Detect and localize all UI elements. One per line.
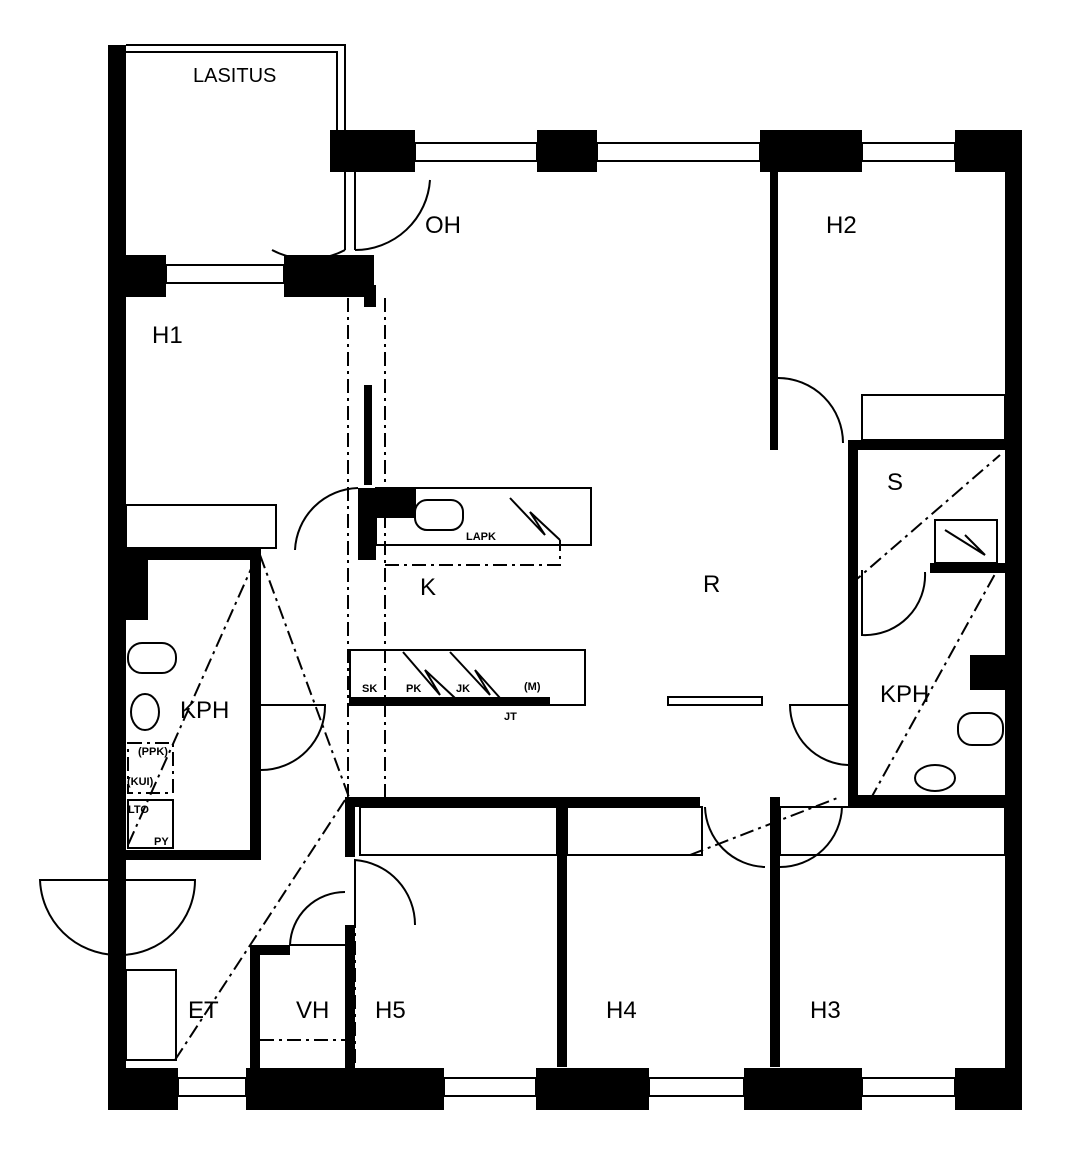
room-label-oh: OH bbox=[425, 212, 461, 239]
room-label-h2: H2 bbox=[826, 212, 857, 239]
room-labels: LASITUS OH H2 H1 S K R KPH KPH ET VH H5 … bbox=[152, 65, 929, 1024]
room-label-lasitus: LASITUS bbox=[193, 65, 276, 87]
room-label-kph-right: KPH bbox=[880, 681, 929, 708]
windows bbox=[165, 142, 956, 1097]
walls bbox=[108, 45, 1022, 1110]
room-label-r: R bbox=[703, 571, 720, 598]
doors bbox=[38, 172, 927, 956]
cabinets bbox=[125, 394, 1006, 1061]
fixture-label-lapk: LAPK bbox=[466, 531, 496, 543]
fixture-label-lto: LTO bbox=[128, 804, 149, 816]
room-label-h5: H5 bbox=[375, 997, 406, 1024]
room-label-h4: H4 bbox=[606, 997, 637, 1024]
fixture-label-kui: (KUI) bbox=[127, 776, 154, 788]
balcony bbox=[126, 44, 346, 130]
room-label-k: K bbox=[420, 574, 436, 601]
room-label-vh: VH bbox=[296, 997, 329, 1024]
fixture-label-jt: JT bbox=[504, 711, 517, 723]
fixture-label-jk: JK bbox=[456, 683, 470, 695]
room-label-et: ET bbox=[188, 997, 219, 1024]
fixture-labels: LAPK SK PK JK (M) JT (PPK) (KUI) LTO PY bbox=[127, 531, 541, 848]
fixture-label-sk: SK bbox=[362, 683, 377, 695]
room-label-h3: H3 bbox=[810, 997, 841, 1024]
ceiling-lines bbox=[127, 298, 1001, 1068]
fixture-label-pk: PK bbox=[406, 683, 421, 695]
room-label-s: S bbox=[887, 469, 903, 496]
fixture-label-py: PY bbox=[154, 836, 169, 848]
room-label-kph-left: KPH bbox=[180, 697, 229, 724]
fixture-label-m: (M) bbox=[524, 681, 541, 693]
room-label-h1: H1 bbox=[152, 322, 183, 349]
fixture-label-ppk: (PPK) bbox=[138, 746, 168, 758]
